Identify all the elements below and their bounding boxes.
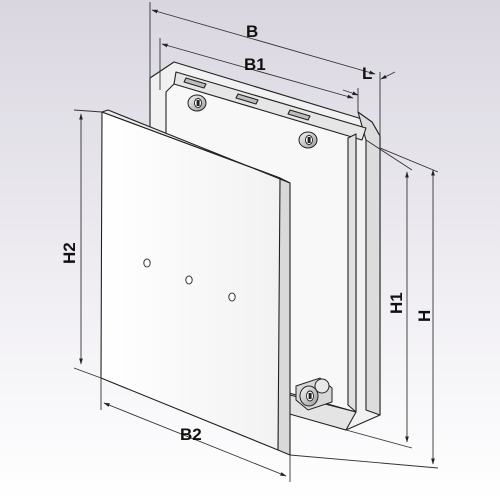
dim-label-H: H (415, 310, 434, 322)
dimension-lines (73, 2, 439, 482)
dim-label-B: B (246, 22, 258, 41)
hole-icon (143, 258, 236, 302)
dim-label-H2: H2 (60, 242, 79, 264)
dim-label-H1: H1 (387, 292, 406, 314)
lock-icon-top-left (187, 94, 207, 112)
lock-icon-bottom (295, 377, 333, 411)
dim-label-B1: B1 (244, 55, 266, 74)
lock-icon-top-right (298, 131, 318, 149)
dim-label-B2: B2 (180, 425, 202, 444)
dim-label-L: L (362, 64, 372, 83)
